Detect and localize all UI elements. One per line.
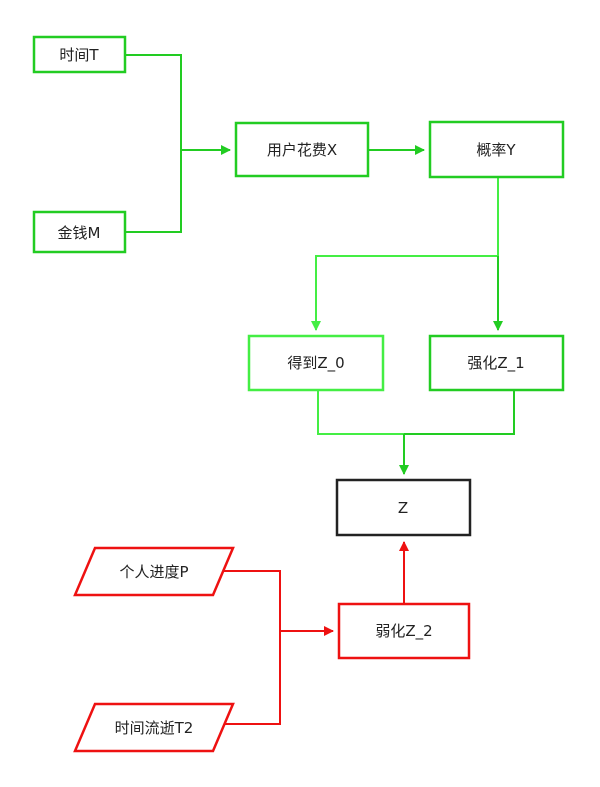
svg-text:概率Y: 概率Y	[476, 141, 516, 159]
node-user-spend-x[interactable]: 用户花费X	[234, 121, 370, 178]
node-progress-p[interactable]: 个人进度P	[73, 546, 235, 597]
connector-time-money-to-spend	[125, 54, 231, 233]
node-probability-y[interactable]: 概率Y	[428, 120, 565, 179]
node-weaken-z2[interactable]: 弱化Z_2	[337, 602, 471, 660]
connector-progress-time-to-weaken	[222, 570, 334, 725]
svg-text:得到Z_0: 得到Z_0	[287, 354, 344, 373]
node-money-m[interactable]: 金钱M	[32, 210, 127, 254]
svg-text:Z: Z	[398, 499, 408, 517]
node-get-z0[interactable]: 得到Z_0	[247, 334, 385, 392]
node-z[interactable]: Z	[335, 478, 472, 537]
svg-text:金钱M: 金钱M	[58, 224, 101, 242]
connector-probability-to-branches	[311, 178, 503, 331]
svg-text:个人进度P: 个人进度P	[119, 563, 188, 581]
node-time-elapsed-t2[interactable]: 时间流逝T2	[73, 702, 235, 753]
connector-branches-to-z	[317, 390, 515, 475]
svg-text:弱化Z_2: 弱化Z_2	[375, 622, 432, 641]
node-strengthen-z1[interactable]: 强化Z_1	[428, 334, 565, 392]
svg-text:强化Z_1: 强化Z_1	[467, 354, 524, 373]
node-time-t[interactable]: 时间T	[32, 35, 127, 74]
svg-text:时间流逝T2: 时间流逝T2	[115, 719, 194, 737]
svg-text:用户花费X: 用户花费X	[267, 141, 337, 159]
svg-text:时间T: 时间T	[59, 46, 99, 64]
